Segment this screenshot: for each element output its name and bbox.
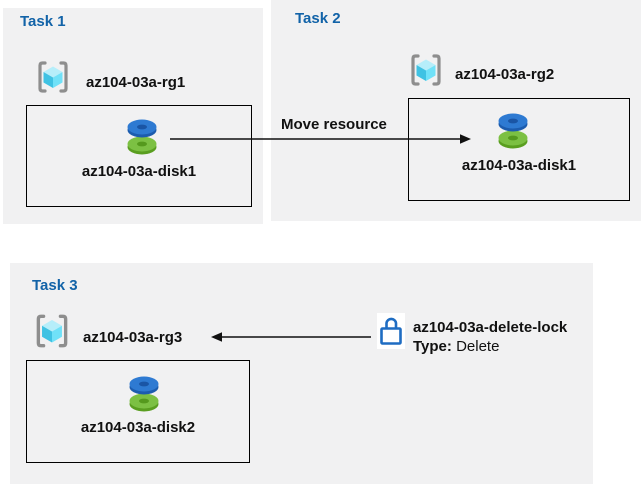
lock-type: Type: Delete [413,338,499,356]
task3-title: Task 3 [32,277,78,294]
resource-box: az104-03a-disk1 [26,105,252,207]
disk-name: az104-03a-disk2 [80,419,196,436]
resource-group-name: az104-03a-rg3 [83,329,183,346]
disk-name: az104-03a-disk1 [461,157,577,174]
resource-group-icon [406,50,446,90]
disk-icon [126,375,162,413]
resource-box: az104-03a-disk2 [26,360,250,463]
lock-type-value: Delete [456,338,500,355]
disk-icon [495,112,531,150]
resource-group-name: az104-03a-rg2 [455,66,555,83]
resource-box: az104-03a-disk1 [408,98,630,201]
lock-type-label: Type: [413,338,452,355]
task1-panel: Task 1 az104-03a-rg1 az104-03a-disk1 [3,8,263,224]
move-resource-label: Move resource [281,116,387,133]
task1-title: Task 1 [20,13,66,30]
task2-title: Task 2 [295,10,341,27]
disk-icon [124,118,160,156]
resource-group-icon [33,57,73,97]
disk-name: az104-03a-disk1 [81,163,197,180]
lock-name: az104-03a-delete-lock [413,319,568,336]
task3-panel: Task 3 az104-03a-rg3 az104-03a-disk2 [10,263,593,484]
lock-icon [377,313,405,349]
resource-group-icon [31,310,73,352]
resource-group-name: az104-03a-rg1 [86,74,186,91]
task2-panel: Task 2 az104-03a-rg2 Move resource az104… [271,0,641,221]
